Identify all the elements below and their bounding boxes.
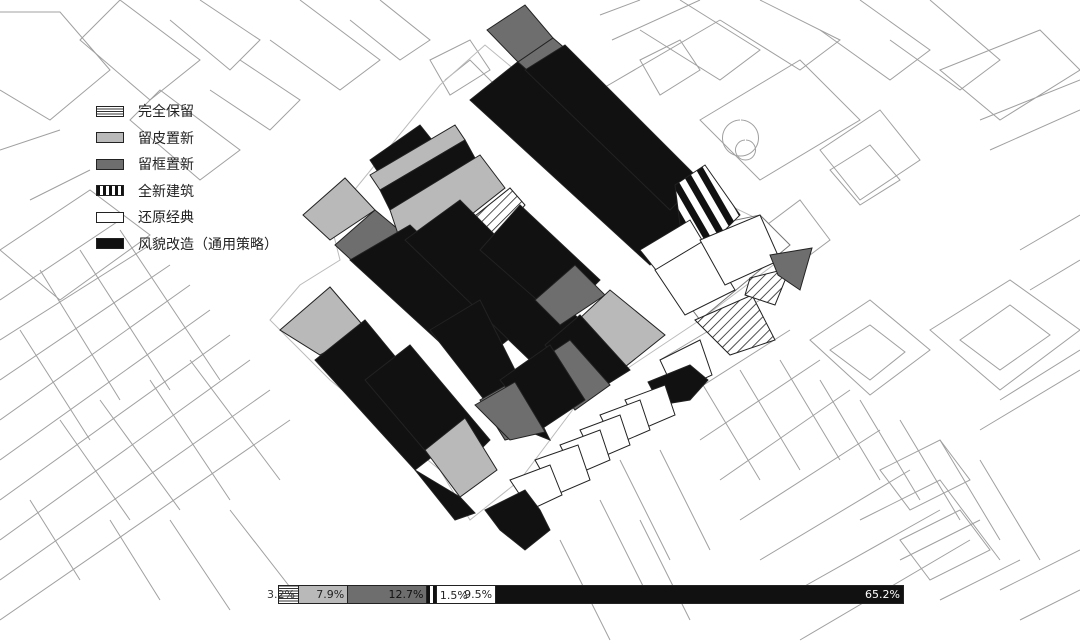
block-southwest xyxy=(279,286,498,521)
share-label-new: 1.5% xyxy=(439,589,468,602)
legend-item-style: 风貌改造（通用策略） xyxy=(96,231,278,258)
legend-label: 留框置新 xyxy=(138,157,194,174)
share-bar: 3.2% 7.9% 12.7% 9.5% 65.2% xyxy=(267,585,904,604)
legend-label: 风貌改造（通用策略） xyxy=(138,236,278,253)
legend: 完全保留 留皮置新 留框置新 全新建筑 还原经典 风貌改造（通用策略） xyxy=(96,98,278,257)
legend-item-restore: 还原经典 xyxy=(96,204,278,231)
share-segment-facade: 7.9% xyxy=(298,586,349,603)
share-label: 9.5% xyxy=(464,588,493,601)
share-label: 3.2% xyxy=(267,588,295,601)
block-southeast xyxy=(474,247,813,551)
share-label: 7.9% xyxy=(316,588,345,601)
legend-swatch-keep xyxy=(96,105,124,117)
legend-swatch-facade xyxy=(96,132,124,144)
share-segment-new xyxy=(427,586,437,603)
legend-item-facade: 留皮置新 xyxy=(96,125,278,152)
share-segment-restore: 9.5% xyxy=(436,586,497,603)
legend-swatch-style xyxy=(96,238,124,250)
share-label: 12.7% xyxy=(388,588,424,601)
legend-swatch-new xyxy=(96,185,124,197)
legend-swatch-restore xyxy=(96,211,124,223)
share-segment-style: 65.2% xyxy=(496,586,903,603)
share-label: 65.2% xyxy=(864,588,900,601)
legend-label: 留皮置新 xyxy=(138,130,194,147)
legend-label: 全新建筑 xyxy=(138,183,194,200)
share-segment-keep: 3.2% xyxy=(267,586,299,603)
legend-item-keep: 完全保留 xyxy=(96,98,278,125)
legend-label: 完全保留 xyxy=(138,104,194,121)
legend-item-new: 全新建筑 xyxy=(96,178,278,205)
share-segment-frame: 12.7% xyxy=(348,586,428,603)
block-northeast xyxy=(469,4,781,316)
legend-label: 还原经典 xyxy=(138,210,194,227)
legend-item-frame: 留框置新 xyxy=(96,151,278,178)
legend-swatch-frame xyxy=(96,158,124,170)
